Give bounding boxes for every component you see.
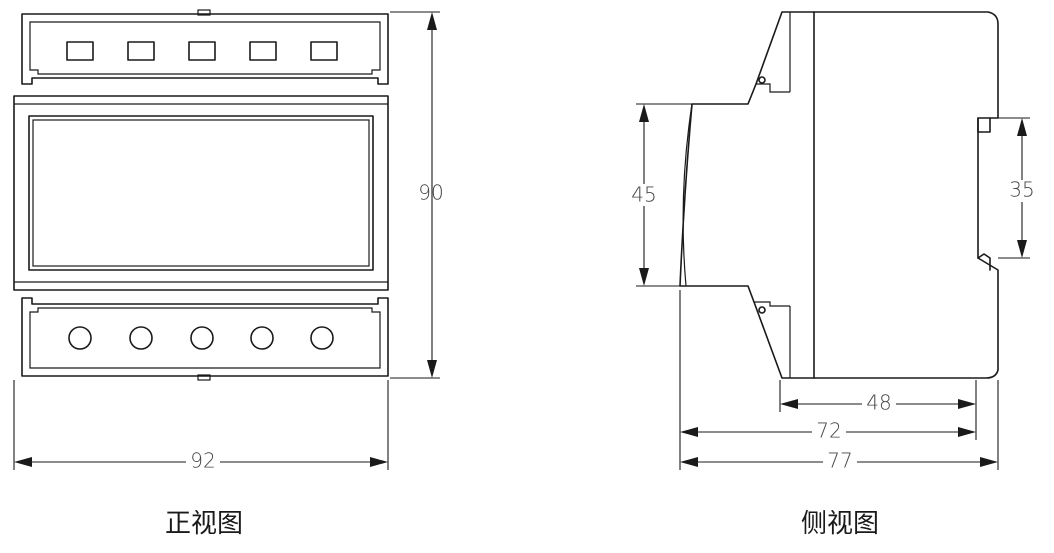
front-height-arrow-bottom xyxy=(427,360,437,378)
front-terminal-hole-2 xyxy=(129,326,153,350)
side-77-arrow-right xyxy=(980,457,998,467)
front-terminal-screw-slot-2 xyxy=(127,41,155,61)
side-upper-screw-icon xyxy=(758,76,766,84)
front-display-window xyxy=(28,115,374,271)
front-height-dimension: 90 xyxy=(390,11,444,379)
front-terminal-screw-slot-4 xyxy=(249,41,277,61)
side-depth-77-dimension: 77 xyxy=(680,380,999,473)
side-rail-dimension: 35 xyxy=(990,117,1040,259)
front-terminal-hole-1 xyxy=(68,326,92,350)
side-rail-clip-top xyxy=(977,117,991,133)
front-display-window-inner xyxy=(32,119,370,267)
side-rail-clip-bottom xyxy=(977,253,991,271)
side-lower-latch xyxy=(754,301,790,307)
side-depth-72-label: 72 xyxy=(816,419,841,443)
side-35-arrow-bottom xyxy=(1017,240,1027,258)
side-45-arrow-bottom xyxy=(639,268,649,286)
front-width-arrow-right xyxy=(370,457,388,467)
side-depth-77-label: 77 xyxy=(827,449,852,473)
front-terminal-screw-slot-1 xyxy=(66,41,94,61)
front-terminal-screw-slot-3 xyxy=(188,41,216,61)
front-main-body xyxy=(13,95,389,291)
front-top-clip xyxy=(197,9,211,16)
side-view: 45 35 48 xyxy=(626,11,1040,539)
side-front-curve xyxy=(682,103,693,287)
side-45-arrow-top xyxy=(639,104,649,122)
front-width-label: 92 xyxy=(190,449,215,473)
side-depth-48-dimension: 48 xyxy=(779,380,977,415)
side-depth-72-dimension: 72 xyxy=(679,290,977,470)
front-width-dimension: 92 xyxy=(13,380,389,473)
side-view-caption: 侧视图 xyxy=(801,509,879,539)
front-height-arrow-top xyxy=(427,12,437,30)
side-lower-screw-icon xyxy=(758,306,766,314)
front-bottom-terminal-block xyxy=(21,297,389,377)
side-upper-latch xyxy=(756,83,790,93)
side-72-arrow-left xyxy=(680,427,698,437)
side-housing-outline xyxy=(679,11,999,379)
side-72-arrow-right xyxy=(958,427,976,437)
front-bottom-terminal-inner xyxy=(29,307,381,369)
front-width-arrow-left xyxy=(14,457,32,467)
side-mount-height-dimension: 45 xyxy=(626,103,692,287)
front-terminal-screw-slot-5 xyxy=(310,41,338,61)
front-view: 90 92 正视图 xyxy=(13,9,444,539)
front-view-caption: 正视图 xyxy=(165,509,243,539)
front-terminal-hole-3 xyxy=(190,326,214,350)
side-depth-48-label: 48 xyxy=(866,391,891,415)
side-77-arrow-left xyxy=(680,457,698,467)
front-top-terminal-block xyxy=(21,13,389,85)
side-48-arrow-right xyxy=(958,399,976,409)
side-48-arrow-left xyxy=(780,399,798,409)
front-height-label: 90 xyxy=(418,181,443,205)
front-terminal-hole-4 xyxy=(250,326,274,350)
front-top-terminal-inner xyxy=(29,21,381,75)
front-terminal-hole-5 xyxy=(310,326,334,350)
side-rail-label: 35 xyxy=(1009,178,1034,202)
side-35-arrow-top xyxy=(1017,118,1027,136)
front-bottom-clip xyxy=(197,374,211,381)
side-mount-height-label: 45 xyxy=(631,183,656,207)
